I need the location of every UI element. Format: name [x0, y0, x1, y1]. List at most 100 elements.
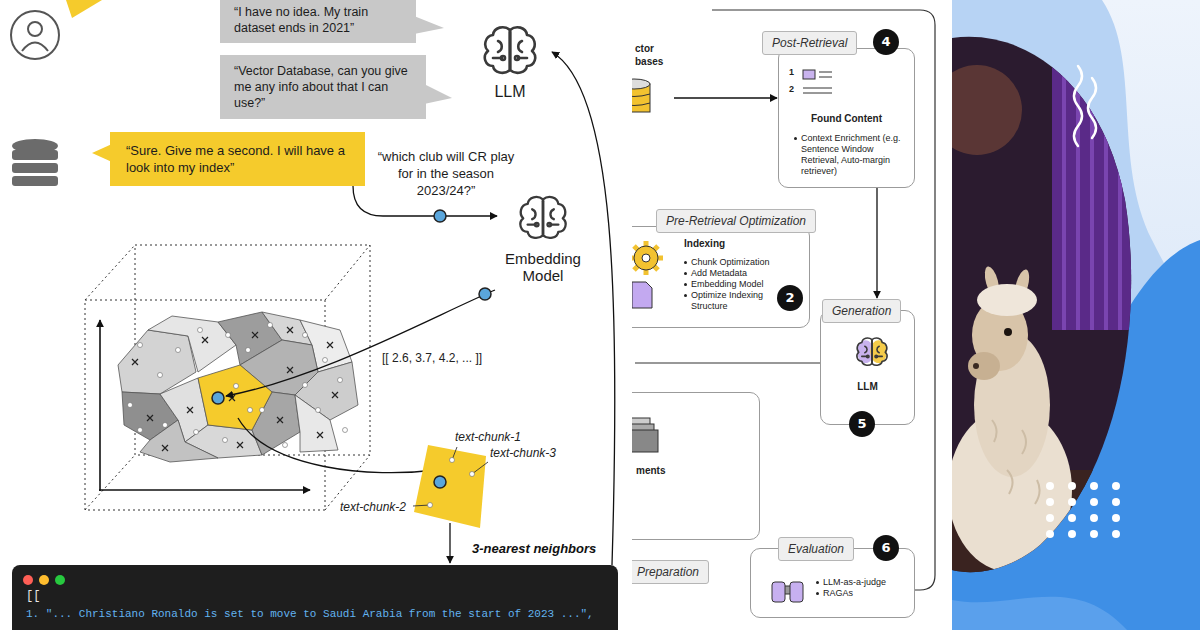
query-point [434, 476, 446, 488]
data-point [194, 430, 199, 435]
dot-grid [1068, 482, 1076, 490]
dot-grid [1090, 530, 1098, 538]
connector-arrow [552, 52, 615, 565]
node-text: 5 [849, 411, 875, 437]
llm-node: LLM [470, 20, 550, 101]
binoculars-icon [790, 582, 803, 602]
speech-bubble: “I have no idea. My train dataset ends i… [220, 0, 416, 43]
step-number: 2 [777, 285, 803, 311]
binoculars-icon [772, 582, 785, 602]
bubble-tail [414, 16, 444, 34]
data-point [316, 408, 321, 413]
result-icon [803, 70, 832, 93]
node-text: RAGAs [823, 588, 908, 599]
documents-icon [632, 418, 658, 452]
dot-grid [1068, 498, 1076, 506]
data-point [470, 472, 475, 477]
connector-arrow [876, 188, 877, 298]
data-point [163, 423, 168, 428]
stage-tag: Preparation [632, 560, 709, 584]
leader-line [413, 447, 488, 506]
photo [973, 363, 979, 369]
query-point [434, 210, 446, 222]
annotation-label: 3-nearest neighbors [472, 541, 596, 556]
brain-icon [485, 27, 535, 73]
node-text: ments [636, 465, 755, 477]
node-text: text-chunk-2 [340, 500, 406, 514]
node-text: 1. "... Christiano Ronaldo is set to mov… [26, 607, 604, 621]
dot-grid [1046, 482, 1120, 538]
photo [952, 0, 1152, 630]
vector-space-box [85, 245, 370, 510]
user-icon [28, 22, 42, 36]
dot-grid [1046, 498, 1054, 506]
user-icon [22, 43, 48, 52]
axis [99, 320, 101, 491]
centroid-mark [132, 327, 338, 451]
node-text: Embedding Model [498, 250, 588, 284]
user-icon [11, 11, 59, 59]
list-number: 1 [789, 67, 794, 78]
step-number: 5 [849, 411, 875, 437]
node-text: “Sure. Give me a second. I will have a l… [126, 142, 349, 176]
data-point [338, 378, 343, 383]
speech-bubble: “Vector Database, can you give me any in… [220, 55, 426, 119]
stage-tag: Generation [822, 299, 901, 323]
code-window [12, 565, 618, 630]
edge-label: “which club will CR play for in the seas… [376, 148, 516, 199]
embedding-model-node: Embedding Model [498, 190, 588, 284]
voronoi-cell [118, 312, 358, 462]
photo [1052, 60, 1137, 330]
pipeline-illustration [632, 0, 950, 630]
illustration-arrow [226, 290, 495, 396]
database-icon [632, 94, 650, 106]
dot-grid [1112, 498, 1120, 506]
data-point [226, 333, 231, 338]
dot-grid [1090, 514, 1098, 522]
data-point [198, 328, 203, 333]
data-point [323, 358, 328, 363]
node-text: 6 [873, 535, 899, 561]
photo [1064, 60, 1120, 330]
node-text: Found Content [787, 113, 906, 125]
llama-picture [952, 0, 1200, 630]
stage-box: IndexingChunk OptimizationAdd MetadataEm… [632, 226, 810, 328]
binoculars-icon [772, 582, 803, 602]
data-point [138, 343, 143, 348]
stage-tag: Evaluation [778, 537, 854, 561]
data-point [303, 383, 308, 388]
code-window [39, 575, 49, 585]
data-point [176, 348, 181, 353]
llm-icon [857, 338, 887, 365]
stage-box: Found ContentContext Enrichment (e.g. Se… [778, 48, 915, 188]
step-number: 4 [873, 29, 899, 55]
dot-grid [1112, 514, 1120, 522]
gear-icon [634, 246, 658, 270]
node-text: “I have no idea. My train dataset ends i… [234, 4, 404, 36]
database-icon [12, 139, 58, 186]
photo [977, 284, 1037, 316]
data-point [246, 348, 251, 353]
dot-grid [1090, 482, 1098, 490]
data-point [268, 323, 273, 328]
data-point [343, 428, 348, 433]
voronoi-cell [198, 365, 272, 430]
gear-icon [632, 282, 652, 308]
data-point [260, 408, 265, 413]
chunk-cell: text-chunk-1text-chunk-3text-chunk-2 [338, 428, 568, 523]
database-icon [632, 79, 650, 89]
connector-arrow [449, 523, 450, 563]
vector-label: [[ 2.6, 3.7, 4.2, ... ]] [382, 351, 482, 365]
bubble-tail [66, 0, 102, 18]
voronoi-cell [140, 420, 218, 462]
node-text: Indexing [684, 238, 801, 250]
squiggle [1088, 78, 1096, 138]
data-point [428, 458, 475, 508]
data-point [138, 428, 143, 433]
node-text: LLM-as-a-judge [823, 577, 908, 588]
code-block: [[1. "... Christiano Ronaldo is set to m… [12, 565, 618, 630]
data-point [234, 384, 239, 389]
node-text: Post-Retrieval [772, 35, 847, 51]
